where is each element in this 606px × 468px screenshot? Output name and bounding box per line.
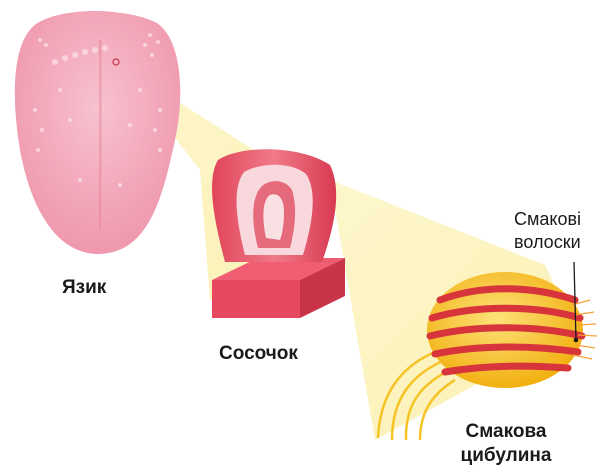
label-papilla: Сосочок xyxy=(219,343,298,365)
label-taste-hairs: Смакові волоски xyxy=(514,208,581,254)
label-tongue: Язик xyxy=(62,277,106,299)
label-taste-hairs-line1: Смакові xyxy=(514,208,581,231)
label-taste-bud-line1: Смакова xyxy=(445,420,567,444)
papilla-illustration xyxy=(212,149,345,318)
label-taste-hairs-line2: волоски xyxy=(514,231,581,254)
taste-hairs-leader-dot xyxy=(574,338,579,343)
tongue-illustration xyxy=(15,11,180,254)
label-taste-bud-line2: цибулина xyxy=(445,444,567,468)
label-taste-bud: Смакова цибулина xyxy=(445,420,567,468)
